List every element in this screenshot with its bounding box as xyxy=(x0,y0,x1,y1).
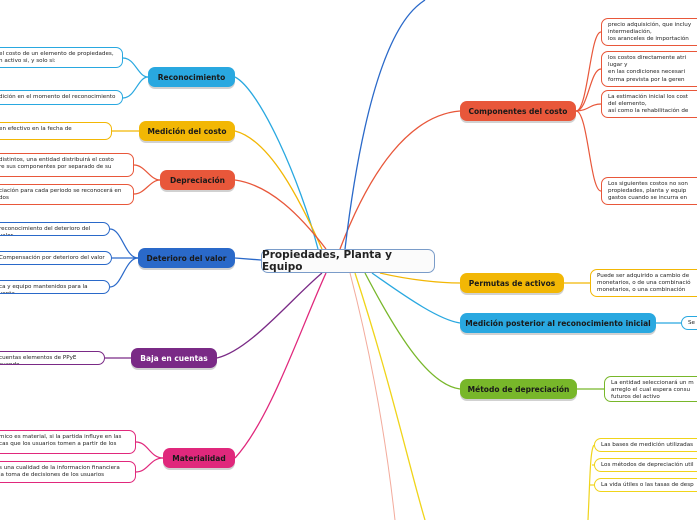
leaf-depreciacion-2[interactable]: ciación para cada periodo se reconocerá … xyxy=(0,184,134,205)
leaf-materialidad-2[interactable]: s una cualidad de la informacion financi… xyxy=(0,461,136,483)
leaf-revelaciones-2[interactable]: Los métodos de depreciación util xyxy=(594,458,697,472)
leaf-medicion-posterior-1[interactable]: Se xyxy=(681,316,697,330)
central-topic[interactable]: Propiedades, Planta y Equipo xyxy=(261,249,435,273)
topic-medicion-costo[interactable]: Medición del costo xyxy=(139,121,235,141)
topic-metodo-depreciacion[interactable]: Método de depreciación xyxy=(460,379,577,399)
topic-materialidad[interactable]: Materialidad xyxy=(163,448,235,468)
leaf-permutas-1[interactable]: Puede ser adquirido a cambio de monetari… xyxy=(590,269,697,297)
leaf-deterioro-3[interactable]: ca y equipo mantenidos para la venta xyxy=(0,280,110,294)
leaf-metodo-1[interactable]: La entidad seleccionará un m arreglo el … xyxy=(604,376,697,402)
leaf-componentes-1[interactable]: precio adquisición, que incluy intermedi… xyxy=(601,18,697,46)
topic-reconocimiento[interactable]: Reconocimiento xyxy=(148,67,235,87)
leaf-baja-1[interactable]: cuentas elementos de PPyE cuando xyxy=(0,351,105,365)
topic-componentes-costo[interactable]: Componentes del costo xyxy=(460,101,576,121)
topic-deterioro-valor[interactable]: Deterioro del valor xyxy=(138,248,235,268)
leaf-deterioro-2[interactable]: Compensación por deterioro del valor xyxy=(0,251,112,265)
leaf-medicion-1[interactable]: en efectivo en la fecha de xyxy=(0,122,112,140)
leaf-revelaciones-1[interactable]: Las bases de medición utilizadas xyxy=(594,438,697,452)
topic-permutas-activos[interactable]: Permutas de activos xyxy=(460,273,564,293)
leaf-reconocimiento-2[interactable]: dición en el momento del reconocimiento xyxy=(0,90,123,105)
topic-medicion-posterior[interactable]: Medición posterior al reconocimiento ini… xyxy=(460,313,656,333)
leaf-revelaciones-3[interactable]: La vida útiles o las tasas de desp xyxy=(594,478,697,492)
leaf-componentes-4[interactable]: Los siguientes costos no son propiedades… xyxy=(601,177,697,205)
leaf-depreciacion-1[interactable]: distintos, una entidad distribuirá el co… xyxy=(0,153,134,177)
leaf-componentes-3[interactable]: La estimación inicial los cost del eleme… xyxy=(601,90,697,118)
leaf-componentes-2[interactable]: los costos directamente atri lugar y en … xyxy=(601,51,697,87)
topic-depreciacion[interactable]: Depreciación xyxy=(160,170,235,190)
leaf-deterioro-1[interactable]: reconocimiento del deterioro del valor xyxy=(0,222,110,236)
leaf-reconocimiento-1[interactable]: el costo de un elemento de propiedades, … xyxy=(0,47,123,68)
leaf-materialidad-1[interactable]: mico es material, si la partida influye … xyxy=(0,430,136,454)
topic-baja-cuentas[interactable]: Baja en cuentas xyxy=(131,348,217,368)
